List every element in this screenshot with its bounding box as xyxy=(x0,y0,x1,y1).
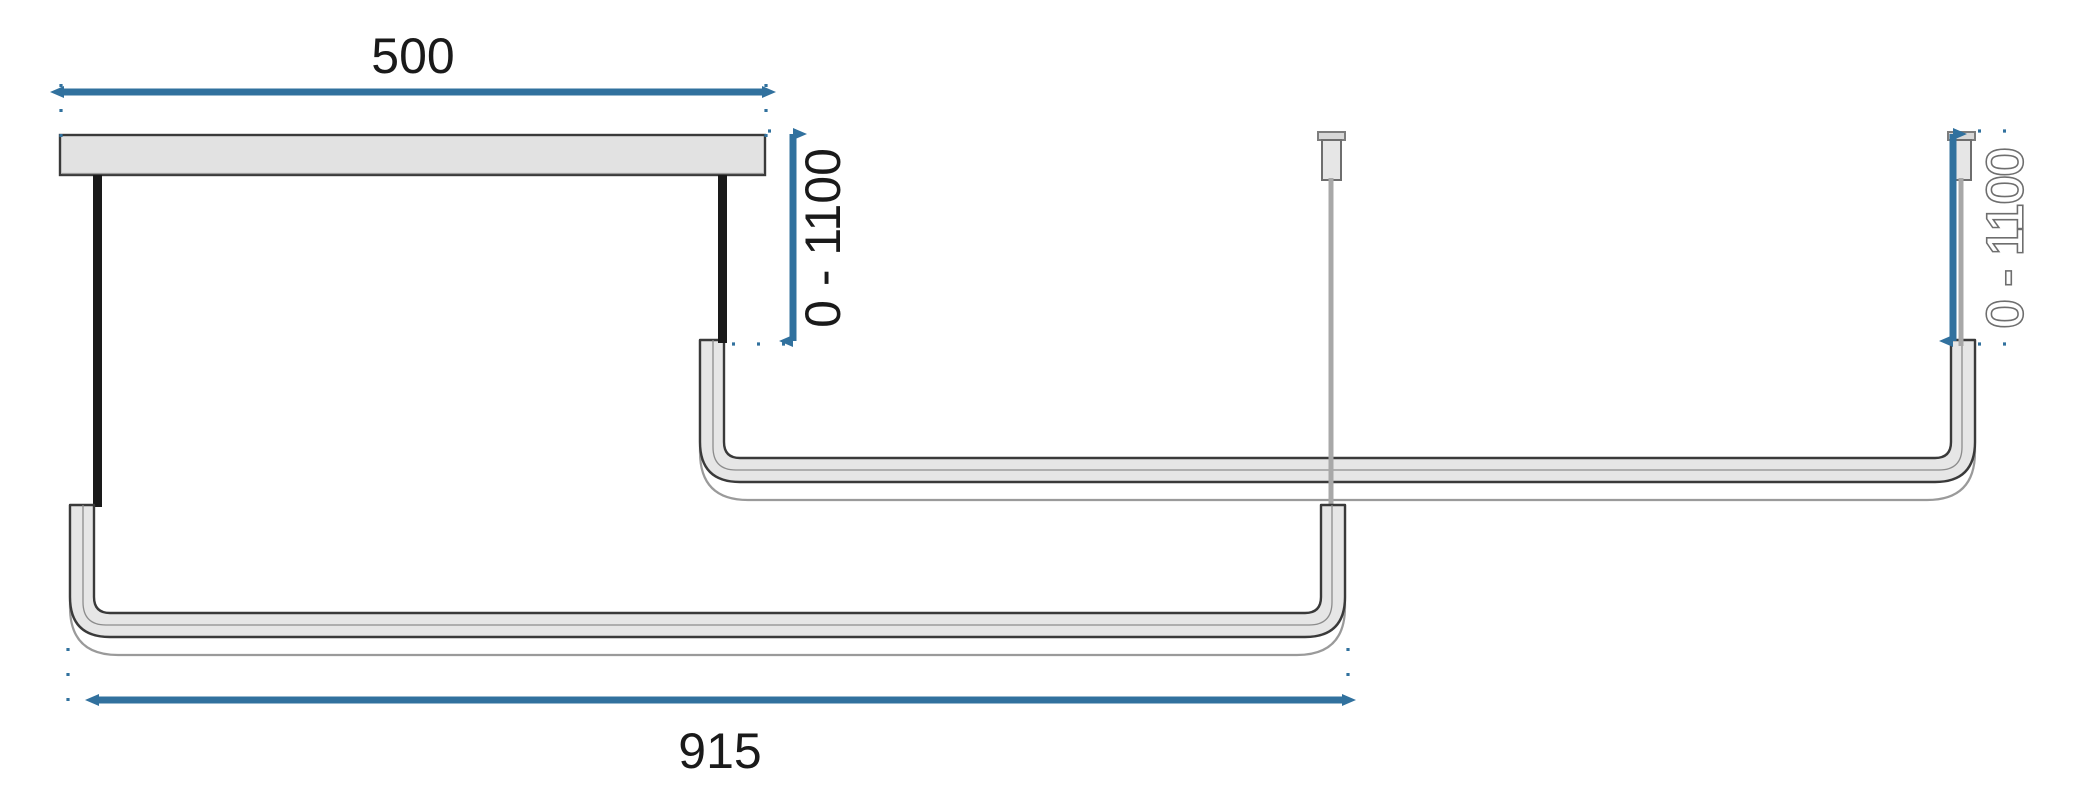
dimension-500: 500 xyxy=(50,28,776,98)
ceiling-rod-right xyxy=(1958,178,1964,346)
ceiling-bracket-middle xyxy=(1317,131,1346,181)
extension-lines xyxy=(59,84,2026,702)
suspension-rod-right xyxy=(718,175,727,343)
ceiling-rod-middle xyxy=(1328,178,1334,508)
dimension-height-right: 0 - 1100 xyxy=(1939,128,2035,347)
dimension-915-label: 915 xyxy=(678,723,761,779)
dimension-height-left-label: 0 - 1100 xyxy=(795,148,851,328)
dimension-500-label: 500 xyxy=(371,28,454,84)
ceiling-mount-bar xyxy=(58,133,767,177)
rail-back xyxy=(698,338,1977,502)
dimension-height-left: 0 - 1100 xyxy=(779,128,851,347)
dimension-915: 915 xyxy=(85,694,1356,779)
suspension-rod-left xyxy=(93,175,102,507)
dimension-height-right-label: 0 - 1100 xyxy=(1977,148,2033,328)
rail-front xyxy=(68,503,1347,657)
